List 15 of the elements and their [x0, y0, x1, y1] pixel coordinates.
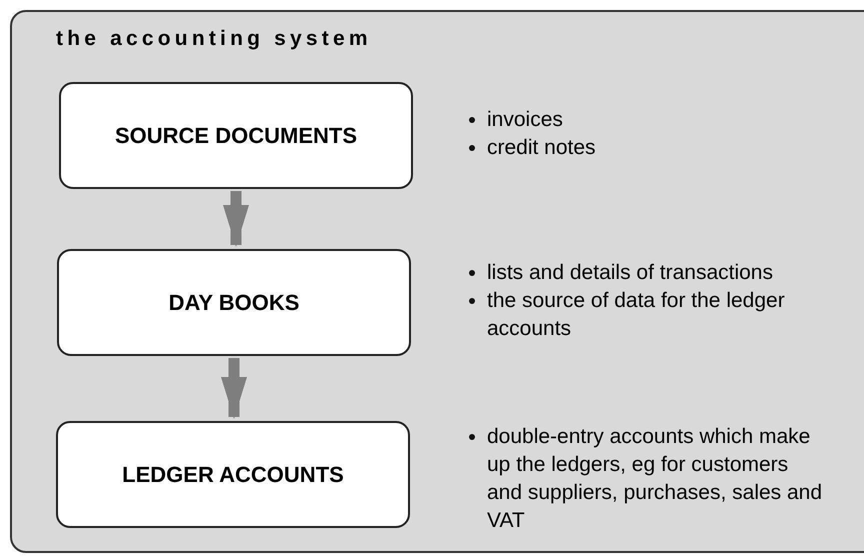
down-arrow	[221, 358, 247, 419]
bullet-note: double-entry accounts which make up the ledgers, eg for customers and suppliers, purchases, sales and VAT	[487, 424, 824, 534]
process-box	[59, 82, 413, 189]
bullet-note: the source of data for the ledger accounts	[487, 288, 786, 342]
bullet-note: lists and details of transactions	[487, 260, 773, 286]
box-label: SOURCE DOCUMENTS	[114, 122, 357, 150]
bullet-note: invoices	[487, 107, 563, 133]
down-arrow	[223, 191, 249, 247]
box-label: DAY BOOKS	[168, 289, 300, 317]
system-panel	[10, 10, 864, 553]
bullet-note: credit notes	[487, 135, 596, 161]
panel-title: the accounting system	[56, 26, 372, 52]
process-box	[57, 249, 411, 356]
process-box	[56, 421, 410, 528]
box-label: LEDGER ACCOUNTS	[122, 461, 344, 489]
